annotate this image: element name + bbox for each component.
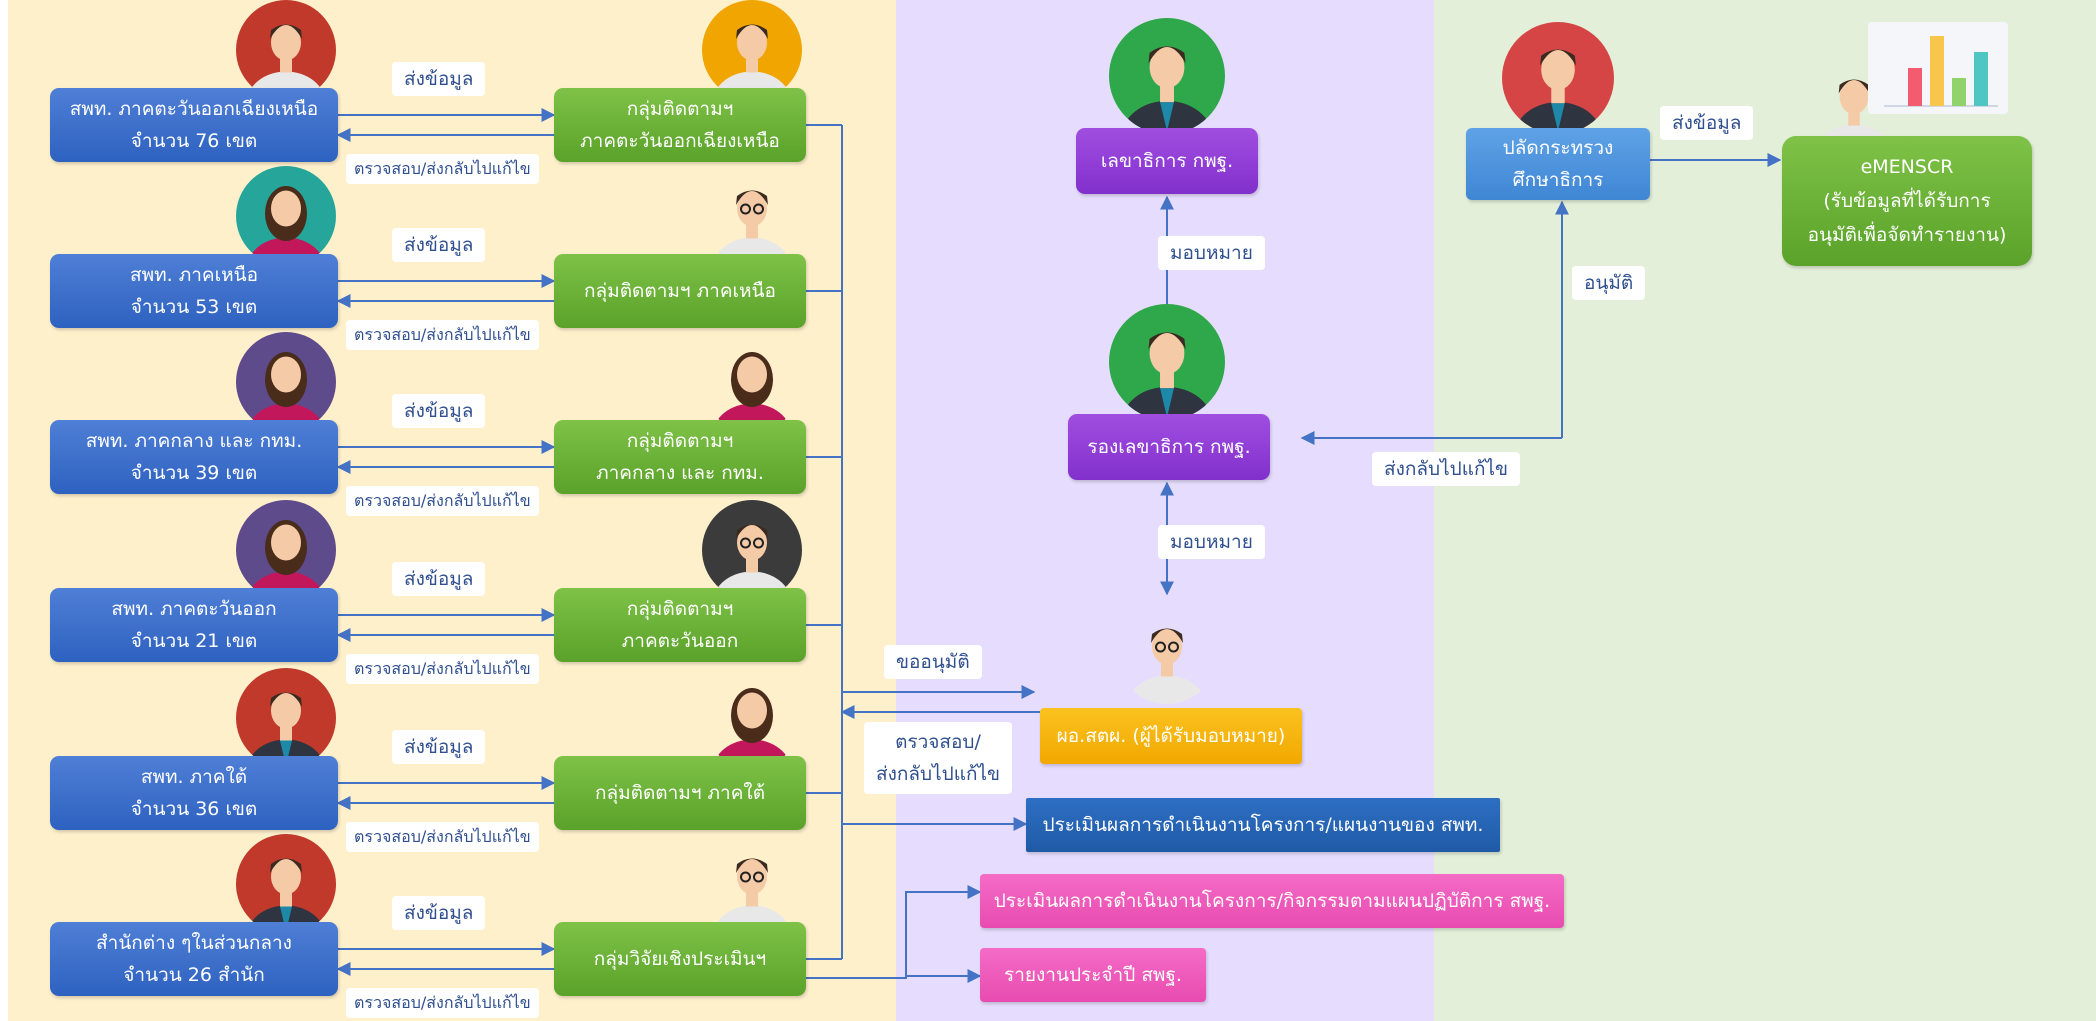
secretary-general-label: เลขาธิการ กพฐ. — [1100, 150, 1234, 172]
region-office-line: สพท. ภาคตะวันออก — [111, 598, 277, 620]
woman-glasses-avatar-icon — [702, 834, 802, 934]
secretary-general-box: เลขาธิการ กพฐ. — [1076, 128, 1258, 194]
approve-label: อนุมัติ — [1572, 266, 1646, 300]
region-office-line: จำนวน 76 เขต — [130, 130, 258, 152]
man-avatar-icon — [236, 0, 336, 100]
check-return-line-2: ส่งกลับไปแก้ไข — [876, 763, 1000, 785]
monitoring-group-box: กลุ่มวิจัยเชิงประเมินฯ — [554, 922, 806, 996]
region-office-box: สำนักต่าง ๆในส่วนกลางจำนวน 26 สำนัก — [50, 922, 338, 996]
check-return-label: ตรวจสอบ/ส่งกลับไปแก้ไข — [346, 154, 539, 184]
woman-avatar-icon — [236, 166, 336, 266]
permanent-secretary-line-1: ปลัดกระทรวง — [1502, 137, 1614, 159]
monitoring-group-line: ภาคกลาง และ กทม. — [596, 462, 764, 484]
evaluation-obec-connector — [806, 885, 982, 979]
region-office-line: จำนวน 21 เขต — [130, 630, 258, 652]
monitoring-group-line: กลุ่มติดตามฯ — [626, 98, 734, 120]
request-approval-label: ขออนุมัติ — [884, 645, 982, 679]
director-box: ผอ.สตผ. (ผู้ได้รับมอบหมาย) — [1040, 708, 1302, 764]
region-office-line: สพท. ภาคใต้ — [140, 766, 248, 788]
monitoring-group-line: กลุ่มติดตามฯ — [626, 430, 734, 452]
check-return-label: ตรวจสอบ/ส่งกลับไปแก้ไข — [346, 320, 539, 350]
region-office-line: จำนวน 39 เขต — [130, 462, 258, 484]
monitoring-group-box: กลุ่มติดตามฯ ภาคเหนือ — [554, 254, 806, 328]
secretary-general-avatar-icon — [1109, 18, 1225, 134]
woman-glasses-avatar-icon — [702, 500, 802, 600]
woman-avatar-icon — [702, 332, 802, 432]
emenscr-line-3: อนุมัติเพื่อจัดทำรายงาน) — [1807, 224, 2007, 246]
check-return-label: ตรวจสอบ/ ส่งกลับไปแก้ไข — [864, 722, 1012, 794]
annual-report-label: รายงานประจำปี สพฐ. — [1004, 964, 1182, 986]
send-data-label: ส่งข้อมูล — [392, 562, 486, 596]
region-office-line: จำนวน 53 เขต — [130, 296, 258, 318]
region-office-box: สพท. ภาคใต้จำนวน 36 เขต — [50, 756, 338, 830]
man-avatar-icon — [702, 0, 802, 100]
region-office-line: จำนวน 36 เขต — [130, 798, 258, 820]
send-data-label: ส่งข้อมูล — [392, 62, 486, 96]
evaluation-office-box: ประเมินผลการดำเนินงานโครงการ/แผนงานของ ส… — [1026, 798, 1500, 852]
evaluation-obec-box: ประเมินผลการดำเนินงานโครงการ/กิจกรรมตามแ… — [980, 874, 1564, 928]
emenscr-box: eMENSCR (รับข้อมูลที่ได้รับการ อนุมัติเพ… — [1782, 136, 2032, 266]
monitoring-group-box: กลุ่มติดตามฯภาคตะวันออก — [554, 588, 806, 662]
bar-chart-icon — [1884, 36, 1998, 107]
check-return-label: ตรวจสอบ/ส่งกลับไปแก้ไข — [346, 654, 539, 684]
man-avatar-icon — [236, 668, 336, 768]
bar-chart-icon-bar — [1908, 68, 1922, 106]
deputy-secretary-general-label: รองเลขาธิการ กพฐ. — [1087, 436, 1251, 458]
man-avatar-icon — [236, 834, 336, 934]
woman-avatar-icon — [236, 500, 336, 600]
permanent-secretary-line-2: ศึกษาธิการ — [1512, 169, 1604, 191]
check-return-label: ตรวจสอบ/ส่งกลับไปแก้ไข — [346, 822, 539, 852]
assign-label-1: มอบหมาย — [1158, 236, 1265, 270]
send-data-label: ส่งข้อมูล — [392, 730, 486, 764]
evaluation-office-label: ประเมินผลการดำเนินงานโครงการ/แผนงานของ ส… — [1042, 814, 1484, 836]
monitoring-group-line: ภาคตะวันออกเฉียงเหนือ — [580, 130, 780, 152]
monitoring-group-box: กลุ่มติดตามฯภาคตะวันออกเฉียงเหนือ — [554, 88, 806, 162]
region-office-line: สพท. ภาคกลาง และ กทม. — [85, 430, 303, 452]
monitoring-group-line: กลุ่มวิจัยเชิงประเมินฯ — [593, 948, 767, 970]
send-data-label: ส่งข้อมูล — [392, 228, 486, 262]
director-avatar-icon — [1117, 604, 1217, 704]
send-data-label-right: ส่งข้อมูล — [1660, 106, 1754, 140]
monitoring-group-line: ภาคตะวันออก — [621, 630, 739, 652]
bar-chart-icon-bar — [1930, 36, 1944, 106]
bar-chart-graphic — [1868, 22, 2008, 114]
send-data-label: ส่งข้อมูล — [392, 394, 486, 428]
check-return-label: ตรวจสอบ/ส่งกลับไปแก้ไข — [346, 486, 539, 516]
director-label: ผอ.สตผ. (ผู้ได้รับมอบหมาย) — [1056, 725, 1286, 747]
monitoring-group-line: กลุ่มติดตามฯ ภาคเหนือ — [584, 280, 776, 302]
region-office-line: สพท. ภาคตะวันออกเฉียงเหนือ — [69, 98, 319, 120]
region-office-box: สพท. ภาคตะวันออกเฉียงเหนือจำนวน 76 เขต — [50, 88, 338, 162]
region-office-box: สพท. ภาคเหนือจำนวน 53 เขต — [50, 254, 338, 328]
monitoring-group-line: กลุ่มติดตามฯ — [626, 598, 734, 620]
woman-glasses-avatar-icon — [702, 166, 802, 266]
region-office-box: สพท. ภาคกลาง และ กทม. จำนวน 39 เขต — [50, 420, 338, 494]
permanent-secretary-box: ปลัดกระทรวง ศึกษาธิการ — [1466, 128, 1650, 200]
region-office-box: สพท. ภาคตะวันออกจำนวน 21 เขต — [50, 588, 338, 662]
emenscr-line-2: (รับข้อมูลที่ได้รับการ — [1823, 190, 1991, 212]
evaluation-obec-label: ประเมินผลการดำเนินงานโครงการ/กิจกรรมตามแ… — [993, 890, 1551, 912]
region-office-line: สพท. ภาคเหนือ — [129, 264, 259, 286]
assign-label-2: มอบหมาย — [1158, 525, 1265, 559]
monitoring-group-line: กลุ่มติดตามฯ ภาคใต้ — [594, 782, 766, 804]
annual-report-box: รายงานประจำปี สพฐ. — [980, 948, 1206, 1002]
deputy-secretary-general-avatar-icon — [1109, 304, 1225, 420]
woman-avatar-icon — [236, 332, 336, 432]
deputy-secretary-general-box: รองเลขาธิการ กพฐ. — [1068, 414, 1270, 480]
check-return-label: ตรวจสอบ/ส่งกลับไปแก้ไข — [346, 988, 539, 1018]
emenscr-title: eMENSCR — [1860, 156, 1954, 178]
region-office-line: สำนักต่าง ๆในส่วนกลาง — [96, 932, 292, 954]
send-back-fix-label: ส่งกลับไปแก้ไข — [1372, 452, 1520, 486]
send-data-label: ส่งข้อมูล — [392, 896, 486, 930]
woman-avatar-icon — [702, 668, 802, 768]
permanent-secretary-avatar-icon — [1502, 22, 1614, 134]
bar-chart-icon-bar — [1974, 52, 1988, 106]
monitoring-group-box: กลุ่มติดตามฯ ภาคใต้ — [554, 756, 806, 830]
region-office-line: จำนวน 26 สำนัก — [123, 964, 265, 986]
monitoring-group-box: กลุ่มติดตามฯภาคกลาง และ กทม. — [554, 420, 806, 494]
check-return-line-1: ตรวจสอบ/ — [895, 731, 981, 753]
bar-chart-icon-bar — [1952, 78, 1966, 106]
